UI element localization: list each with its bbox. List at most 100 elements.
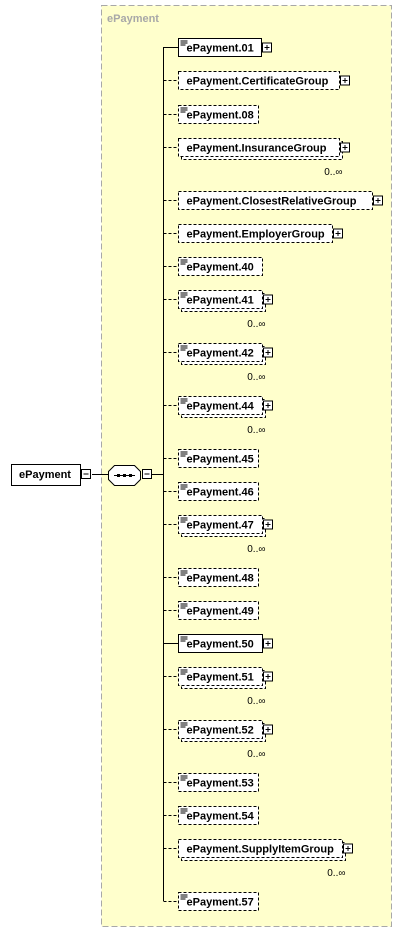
child-box bbox=[178, 568, 259, 587]
child-element[interactable]: ePayment.52 bbox=[178, 720, 273, 742]
child-label: ePayment.53 bbox=[187, 778, 254, 790]
expand-toggle-icon[interactable] bbox=[340, 75, 350, 86]
child-box bbox=[178, 396, 263, 415]
element-content-icon bbox=[180, 292, 188, 298]
child-box bbox=[178, 449, 259, 468]
child-element[interactable]: ePayment.44 bbox=[178, 396, 273, 418]
child-label: ePayment.40 bbox=[187, 262, 254, 274]
child-label: ePayment.52 bbox=[187, 725, 254, 737]
child-label: ePayment.49 bbox=[187, 606, 254, 618]
cardinality-label: 0..∞ bbox=[247, 749, 265, 760]
child-box bbox=[178, 482, 259, 501]
child-label: ePayment.51 bbox=[187, 672, 254, 684]
cardinality-label: 0..∞ bbox=[247, 425, 265, 436]
child-box bbox=[178, 105, 259, 124]
expand-toggle-icon[interactable] bbox=[340, 142, 350, 153]
element-content-icon bbox=[180, 517, 188, 523]
child-box bbox=[178, 257, 263, 276]
cardinality-label: 0..∞ bbox=[247, 319, 265, 330]
element-content-icon bbox=[180, 808, 188, 814]
expand-toggle-icon[interactable] bbox=[263, 294, 273, 305]
child-box bbox=[178, 601, 259, 620]
root-element-label: ePayment bbox=[19, 469, 71, 481]
child-element[interactable]: ePayment.41 bbox=[178, 290, 273, 312]
expand-toggle-icon[interactable] bbox=[333, 228, 343, 239]
root-element-box bbox=[11, 464, 81, 486]
child-element[interactable]: ePayment.40 bbox=[178, 257, 263, 276]
child-element[interactable]: ePayment.48 bbox=[178, 568, 259, 587]
expand-toggle-icon[interactable] bbox=[263, 671, 273, 682]
child-element[interactable]: ePayment.08 bbox=[178, 105, 259, 124]
child-group[interactable]: ePayment.EmployerGroup bbox=[178, 224, 343, 243]
child-group[interactable]: ePayment.SupplyItemGroup bbox=[178, 839, 353, 861]
child-element[interactable]: ePayment.57 bbox=[178, 892, 259, 911]
child-box bbox=[178, 667, 263, 686]
element-content-icon bbox=[180, 451, 188, 457]
child-element[interactable]: ePayment.42 bbox=[178, 343, 273, 365]
child-group[interactable]: ePayment.InsuranceGroup bbox=[178, 138, 350, 160]
sequence-compositor[interactable] bbox=[108, 465, 152, 486]
child-box bbox=[178, 720, 263, 739]
child-label: ePayment.SupplyItemGroup bbox=[187, 844, 335, 856]
child-box bbox=[178, 71, 340, 90]
region-title: ePayment bbox=[107, 13, 159, 25]
child-element[interactable]: ePayment.50 bbox=[178, 634, 273, 653]
expand-toggle-icon[interactable] bbox=[343, 843, 353, 854]
child-element[interactable]: ePayment.45 bbox=[178, 449, 259, 468]
child-label: ePayment.48 bbox=[187, 573, 254, 585]
element-content-icon bbox=[180, 775, 188, 781]
child-box bbox=[178, 290, 263, 309]
root-element[interactable]: ePayment bbox=[11, 464, 91, 486]
element-content-icon bbox=[180, 259, 188, 265]
element-content-icon bbox=[180, 894, 188, 900]
child-group[interactable]: ePayment.CertificateGroup bbox=[178, 71, 350, 90]
cardinality-label: 0..∞ bbox=[247, 696, 265, 707]
child-label: ePayment.50 bbox=[187, 639, 254, 651]
child-label: ePayment.EmployerGroup bbox=[187, 229, 325, 241]
cardinality-label: 0..∞ bbox=[247, 544, 265, 555]
child-label: ePayment.ClosestRelativeGroup bbox=[187, 196, 357, 208]
child-element[interactable]: ePayment.53 bbox=[178, 773, 259, 792]
child-label: ePayment.44 bbox=[187, 401, 255, 413]
collapse-toggle-icon[interactable] bbox=[142, 469, 152, 479]
collapse-toggle-icon[interactable] bbox=[81, 469, 91, 479]
child-element[interactable]: ePayment.01 bbox=[178, 38, 272, 57]
child-box bbox=[178, 839, 343, 858]
child-element[interactable]: ePayment.49 bbox=[178, 601, 259, 620]
child-label: ePayment.46 bbox=[187, 487, 254, 499]
child-group[interactable]: ePayment.ClosestRelativeGroup bbox=[178, 191, 383, 210]
child-label: ePayment.08 bbox=[187, 110, 254, 122]
child-label: ePayment.42 bbox=[187, 348, 254, 360]
child-box bbox=[178, 634, 263, 653]
element-content-icon bbox=[180, 636, 188, 642]
cardinality-label: 0..∞ bbox=[327, 868, 345, 879]
child-box bbox=[178, 224, 333, 243]
child-label: ePayment.InsuranceGroup bbox=[187, 143, 327, 155]
child-label: ePayment.47 bbox=[187, 520, 254, 532]
child-element[interactable]: ePayment.46 bbox=[178, 482, 259, 501]
children-list: ePayment.01 ePayment.CertificateGroup ePay… bbox=[163, 38, 383, 911]
expand-toggle-icon[interactable] bbox=[262, 42, 272, 53]
element-content-icon bbox=[180, 107, 188, 113]
child-element[interactable]: ePayment.51 bbox=[178, 667, 273, 689]
element-content-icon bbox=[180, 722, 188, 728]
child-box bbox=[178, 343, 263, 362]
child-box bbox=[178, 38, 262, 57]
child-label: ePayment.41 bbox=[187, 295, 254, 307]
expand-toggle-icon[interactable] bbox=[263, 724, 273, 735]
expand-toggle-icon[interactable] bbox=[263, 347, 273, 358]
element-content-icon bbox=[180, 345, 188, 351]
expand-toggle-icon[interactable] bbox=[263, 400, 273, 411]
sequence-compositor-icon bbox=[114, 474, 135, 477]
expand-toggle-icon[interactable] bbox=[373, 195, 383, 206]
expand-toggle-icon[interactable] bbox=[263, 638, 273, 649]
child-box bbox=[178, 892, 259, 911]
child-box bbox=[178, 515, 263, 534]
child-element[interactable]: ePayment.47 bbox=[178, 515, 273, 537]
cardinality-label: 0..∞ bbox=[324, 167, 342, 178]
child-element[interactable]: ePayment.54 bbox=[178, 806, 259, 825]
expand-toggle-icon[interactable] bbox=[263, 519, 273, 530]
element-content-icon bbox=[180, 669, 188, 675]
element-content-icon bbox=[180, 570, 188, 576]
